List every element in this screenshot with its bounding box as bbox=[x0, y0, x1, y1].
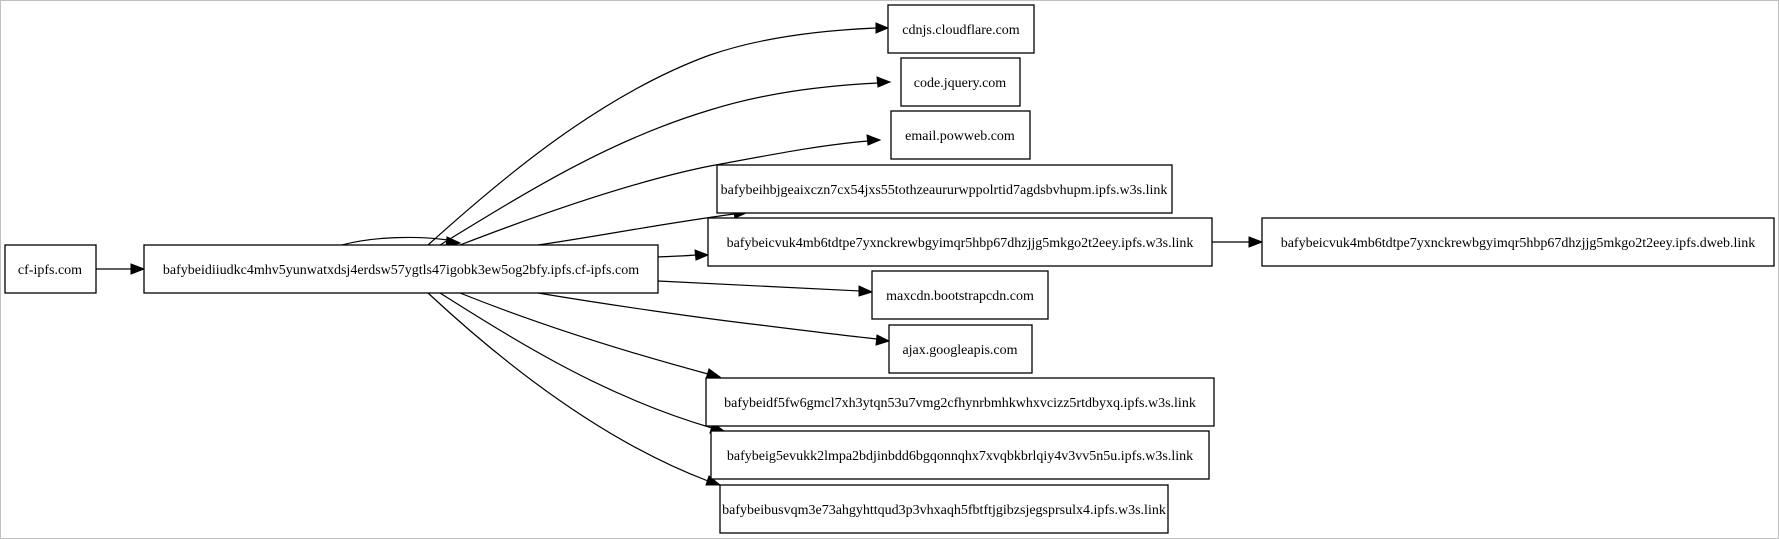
edge-to-ipfs-bus bbox=[427, 292, 722, 486]
edge-to-ipfs-cvuk bbox=[657, 249, 710, 261]
node-jquery[interactable]: code.jquery.com bbox=[900, 57, 1021, 107]
node-ipfs-cvuk[interactable]: bafybeicvuk4mb6tdtpe7yxnckrewbgyimqr5hbp… bbox=[707, 217, 1213, 267]
node-powweb[interactable]: email.powweb.com bbox=[890, 110, 1031, 160]
edge-cf-ipfs-to-main bbox=[96, 263, 146, 275]
node-label: maxcdn.bootstrapcdn.com bbox=[886, 289, 1034, 304]
node-label: bafybeidiiudkc4mhv5yunwatxdsj4erdsw57ygt… bbox=[163, 263, 639, 278]
node-dweb-cvuk[interactable]: bafybeicvuk4mb6tdtpe7yxnckrewbgyimqr5hbp… bbox=[1261, 217, 1775, 267]
node-label: cdnjs.cloudflare.com bbox=[902, 23, 1020, 38]
node-label: bafybeihbjgeaixczn7cx54jxs55tothzeaururw… bbox=[721, 183, 1168, 198]
node-label: bafybeicvuk4mb6tdtpe7yxnckrewbgyimqr5hbp… bbox=[1281, 236, 1756, 251]
node-maxcdn[interactable]: maxcdn.bootstrapcdn.com bbox=[871, 270, 1049, 320]
node-label: code.jquery.com bbox=[914, 76, 1006, 91]
edge-to-cdnjs bbox=[427, 22, 890, 246]
node-cf-ipfs[interactable]: cf-ipfs.com bbox=[4, 244, 97, 294]
edge-to-jquery bbox=[439, 76, 892, 246]
edge-to-googleapis bbox=[537, 292, 891, 346]
node-ipfs-g5e[interactable]: bafybeig5evukk2lmpa2bdjinbdd6bgqonnqhx7x… bbox=[710, 430, 1210, 480]
edge-to-powweb bbox=[459, 134, 882, 246]
node-label: bafybeidf5fw6gmcl7xh3ytqn53u7vmg2cfhynrb… bbox=[724, 396, 1196, 411]
node-ipfs-hbj[interactable]: bafybeihbjgeaixczn7cx54jxs55tothzeaururw… bbox=[716, 164, 1173, 214]
node-label: cf-ipfs.com bbox=[18, 263, 82, 278]
node-label: bafybeig5evukk2lmpa2bdjinbdd6bgqonnqhx7x… bbox=[727, 449, 1193, 464]
edge-to-ipfs-g5e bbox=[439, 292, 726, 434]
node-label: bafybeibusvqm3e73ahgyhttqud3p3vhxaqh5fbt… bbox=[722, 503, 1166, 518]
node-label: email.powweb.com bbox=[905, 129, 1015, 144]
node-main-ipfs[interactable]: bafybeidiiudkc4mhv5yunwatxdsj4erdsw57ygt… bbox=[143, 244, 659, 294]
node-ipfs-df5[interactable]: bafybeidf5fw6gmcl7xh3ytqn53u7vmg2cfhynrb… bbox=[705, 377, 1215, 427]
edge-to-maxcdn bbox=[657, 280, 874, 297]
edge-to-ipfs-df5 bbox=[459, 292, 722, 380]
node-googleapis[interactable]: ajax.googleapis.com bbox=[888, 324, 1033, 374]
node-label: ajax.googleapis.com bbox=[902, 343, 1017, 358]
node-ipfs-bus[interactable]: bafybeibusvqm3e73ahgyhttqud3p3vhxaqh5fbt… bbox=[719, 484, 1169, 534]
node-label: bafybeicvuk4mb6tdtpe7yxnckrewbgyimqr5hbp… bbox=[727, 236, 1194, 251]
node-cdnjs[interactable]: cdnjs.cloudflare.com bbox=[887, 4, 1035, 54]
edge-cvuk-to-dweb bbox=[1212, 236, 1264, 248]
